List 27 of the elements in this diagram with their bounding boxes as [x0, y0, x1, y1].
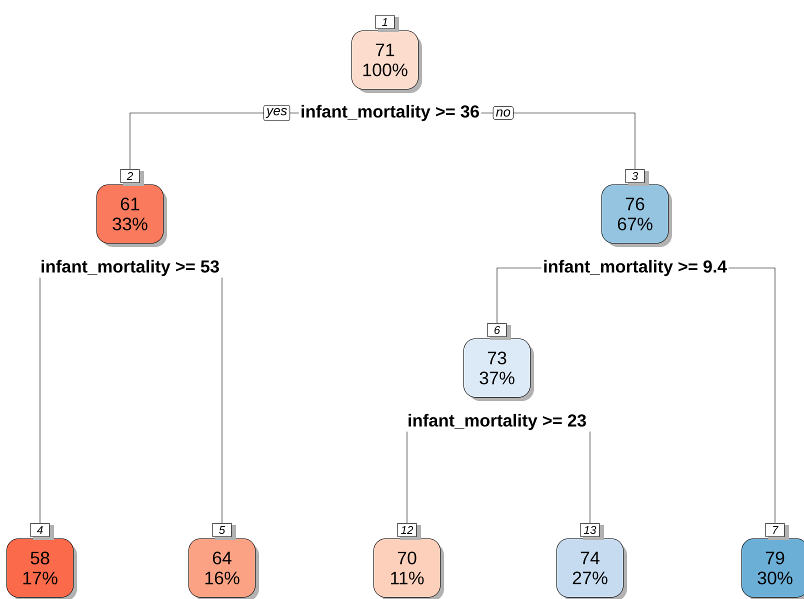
node-number-tag: 2	[120, 169, 144, 186]
split-label: infant_mortality >= 9.4	[544, 260, 727, 276]
node-box: 71 100%	[351, 30, 422, 93]
edge-label: no	[492, 106, 514, 120]
node-box: 73 37%	[463, 338, 534, 401]
node-number-tag: 4	[30, 523, 54, 540]
node-number-tag: 13	[580, 523, 604, 540]
edge-label: yes	[264, 105, 290, 121]
node-box: 74 27%	[556, 538, 627, 599]
connector-line	[728, 268, 776, 524]
node-number-tag: 3	[625, 169, 649, 186]
split-label: infant_mortality >= 23	[408, 414, 586, 430]
node-number-tag: 5	[212, 523, 236, 540]
node-number-tag: 1	[375, 15, 399, 32]
connector-line	[496, 268, 542, 324]
node-number-tag: 12	[397, 523, 421, 540]
node-number-tag: 7	[765, 523, 789, 540]
node-box: 64 16%	[188, 538, 259, 599]
node-box: 70 11%	[373, 538, 444, 599]
split-label: infant_mortality >= 53	[42, 260, 219, 276]
node-box: 58 17%	[6, 538, 77, 599]
node-box: 79 30%	[741, 538, 804, 599]
node-box: 61 33%	[96, 184, 167, 247]
split-label: infant_mortality >= 36	[302, 104, 479, 122]
node-number-tag: 6	[487, 323, 511, 340]
connector-line	[406, 431, 408, 524]
node-box: 76 67%	[601, 184, 672, 247]
